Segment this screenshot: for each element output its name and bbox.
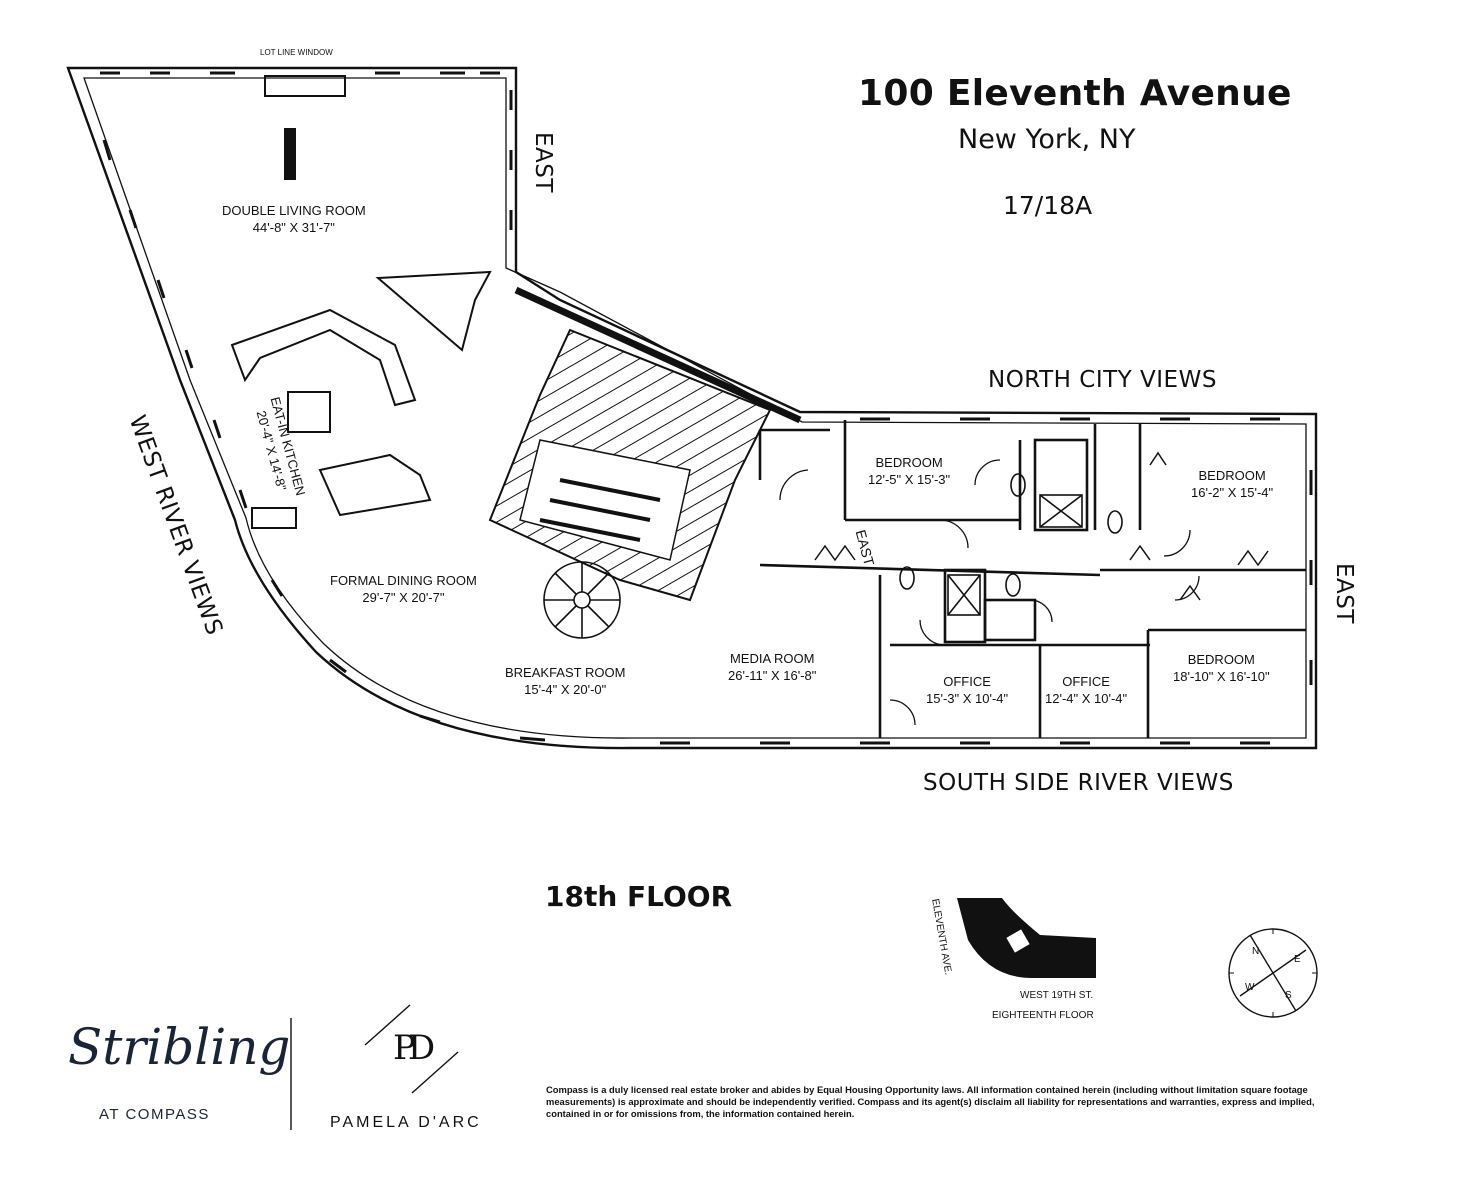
room-dims: 26'-11" X 16'-8": [728, 668, 817, 683]
bath-fixtures: [899, 473, 1123, 616]
column: [284, 128, 296, 180]
room-name: OFFICE: [943, 674, 991, 689]
room-bedroom-1: BEDROOM 12'-5" X 15'-3": [868, 454, 950, 488]
at-compass-label: AT COMPASS: [99, 1106, 210, 1123]
east-top-label: EAST: [530, 132, 556, 193]
door-swings: [779, 459, 1200, 726]
room-name: MEDIA ROOM: [729, 651, 815, 666]
room-name: DOUBLE LIVING ROOM: [222, 203, 366, 218]
room-name: BEDROOM: [1198, 468, 1266, 483]
room-office-1: OFFICE 15'-3" X 10'-4": [926, 673, 1008, 707]
room-dims: 12'-5" X 15'-3": [868, 472, 951, 487]
unit-number: 17/18A: [1003, 191, 1093, 220]
window-ticks: [100, 71, 1313, 745]
interior-walls: [758, 420, 1306, 738]
room-double-living: DOUBLE LIVING ROOM 44'-8" X 31'-7": [222, 202, 366, 236]
south-views-label: SOUTH SIDE RIVER VIEWS: [923, 770, 1234, 796]
fireplace: [264, 75, 346, 97]
room-name: FORMAL DINING ROOM: [330, 573, 477, 588]
room-name: OFFICE: [1062, 674, 1110, 689]
key-plan-street-south: WEST 19TH ST.: [1020, 990, 1094, 1001]
bold-wall: [514, 286, 802, 424]
compass-s: S: [1285, 990, 1292, 1001]
room-media: MEDIA ROOM 26'-11" X 16'-8": [728, 650, 816, 684]
room-dims: 29'-7" X 20'-7": [362, 590, 445, 605]
room-dims: 15'-3" X 10'-4": [926, 691, 1009, 706]
room-name: BEDROOM: [1187, 652, 1255, 667]
legal-disclaimer: Compass is a duly licensed real estate b…: [546, 1084, 1315, 1119]
east-right-label: EAST: [1331, 563, 1357, 624]
key-plan-floor: EIGHTEENTH FLOOR: [992, 1010, 1094, 1021]
room-dims: 15'-4" X 20'-0": [524, 682, 607, 697]
pd-monogram: PD: [393, 1028, 435, 1068]
compass-e: E: [1294, 954, 1301, 965]
closets-zigzag: [814, 451, 1269, 601]
address-title: 100 Eleventh Avenue: [858, 73, 1292, 114]
pd-slash-bottom: [411, 1051, 459, 1094]
room-dims: 16'-2" X 15'-4": [1191, 485, 1274, 500]
spiral-stair: [543, 561, 621, 639]
stribling-logo: Stribling: [68, 1018, 291, 1076]
room-name: BEDROOM: [875, 455, 943, 470]
compass-w: W: [1245, 982, 1255, 993]
room-breakfast: BREAKFAST ROOM 15'-4" X 20'-0": [505, 664, 625, 698]
room-name: BREAKFAST ROOM: [505, 665, 626, 680]
room-bedroom-3: BEDROOM 18'-10" X 16'-10": [1173, 651, 1270, 685]
room-bedroom-2: BEDROOM 16'-2" X 15'-4": [1191, 467, 1273, 501]
floor-label: 18th FLOOR: [545, 880, 733, 913]
kitchen-fixtures: [230, 308, 432, 529]
lot-line-window-label: LOT LINE WINDOW: [258, 48, 335, 57]
room-dims: 44'-8" X 31'-7": [252, 220, 335, 235]
room-dims: 12'-4" X 10'-4": [1045, 691, 1128, 706]
pd-slash-top: [364, 1004, 411, 1046]
room-office-2: OFFICE 12'-4" X 10'-4": [1045, 673, 1127, 707]
key-plan-unit: [1005, 928, 1031, 954]
room-formal-dining: FORMAL DINING ROOM 29'-7" X 20'-7": [330, 572, 477, 606]
pamela-darc-label: PAMELA D'ARC: [330, 1114, 482, 1131]
compass-rose-icon: [1228, 928, 1318, 1018]
north-views-label: NORTH CITY VIEWS: [988, 367, 1217, 393]
exterior-wall: [66, 66, 1318, 750]
city-subtitle: New York, NY: [958, 124, 1136, 155]
room-dims: 18'-10" X 16'-10": [1173, 669, 1270, 684]
closet: [375, 270, 492, 352]
compass-n: N: [1252, 946, 1260, 957]
